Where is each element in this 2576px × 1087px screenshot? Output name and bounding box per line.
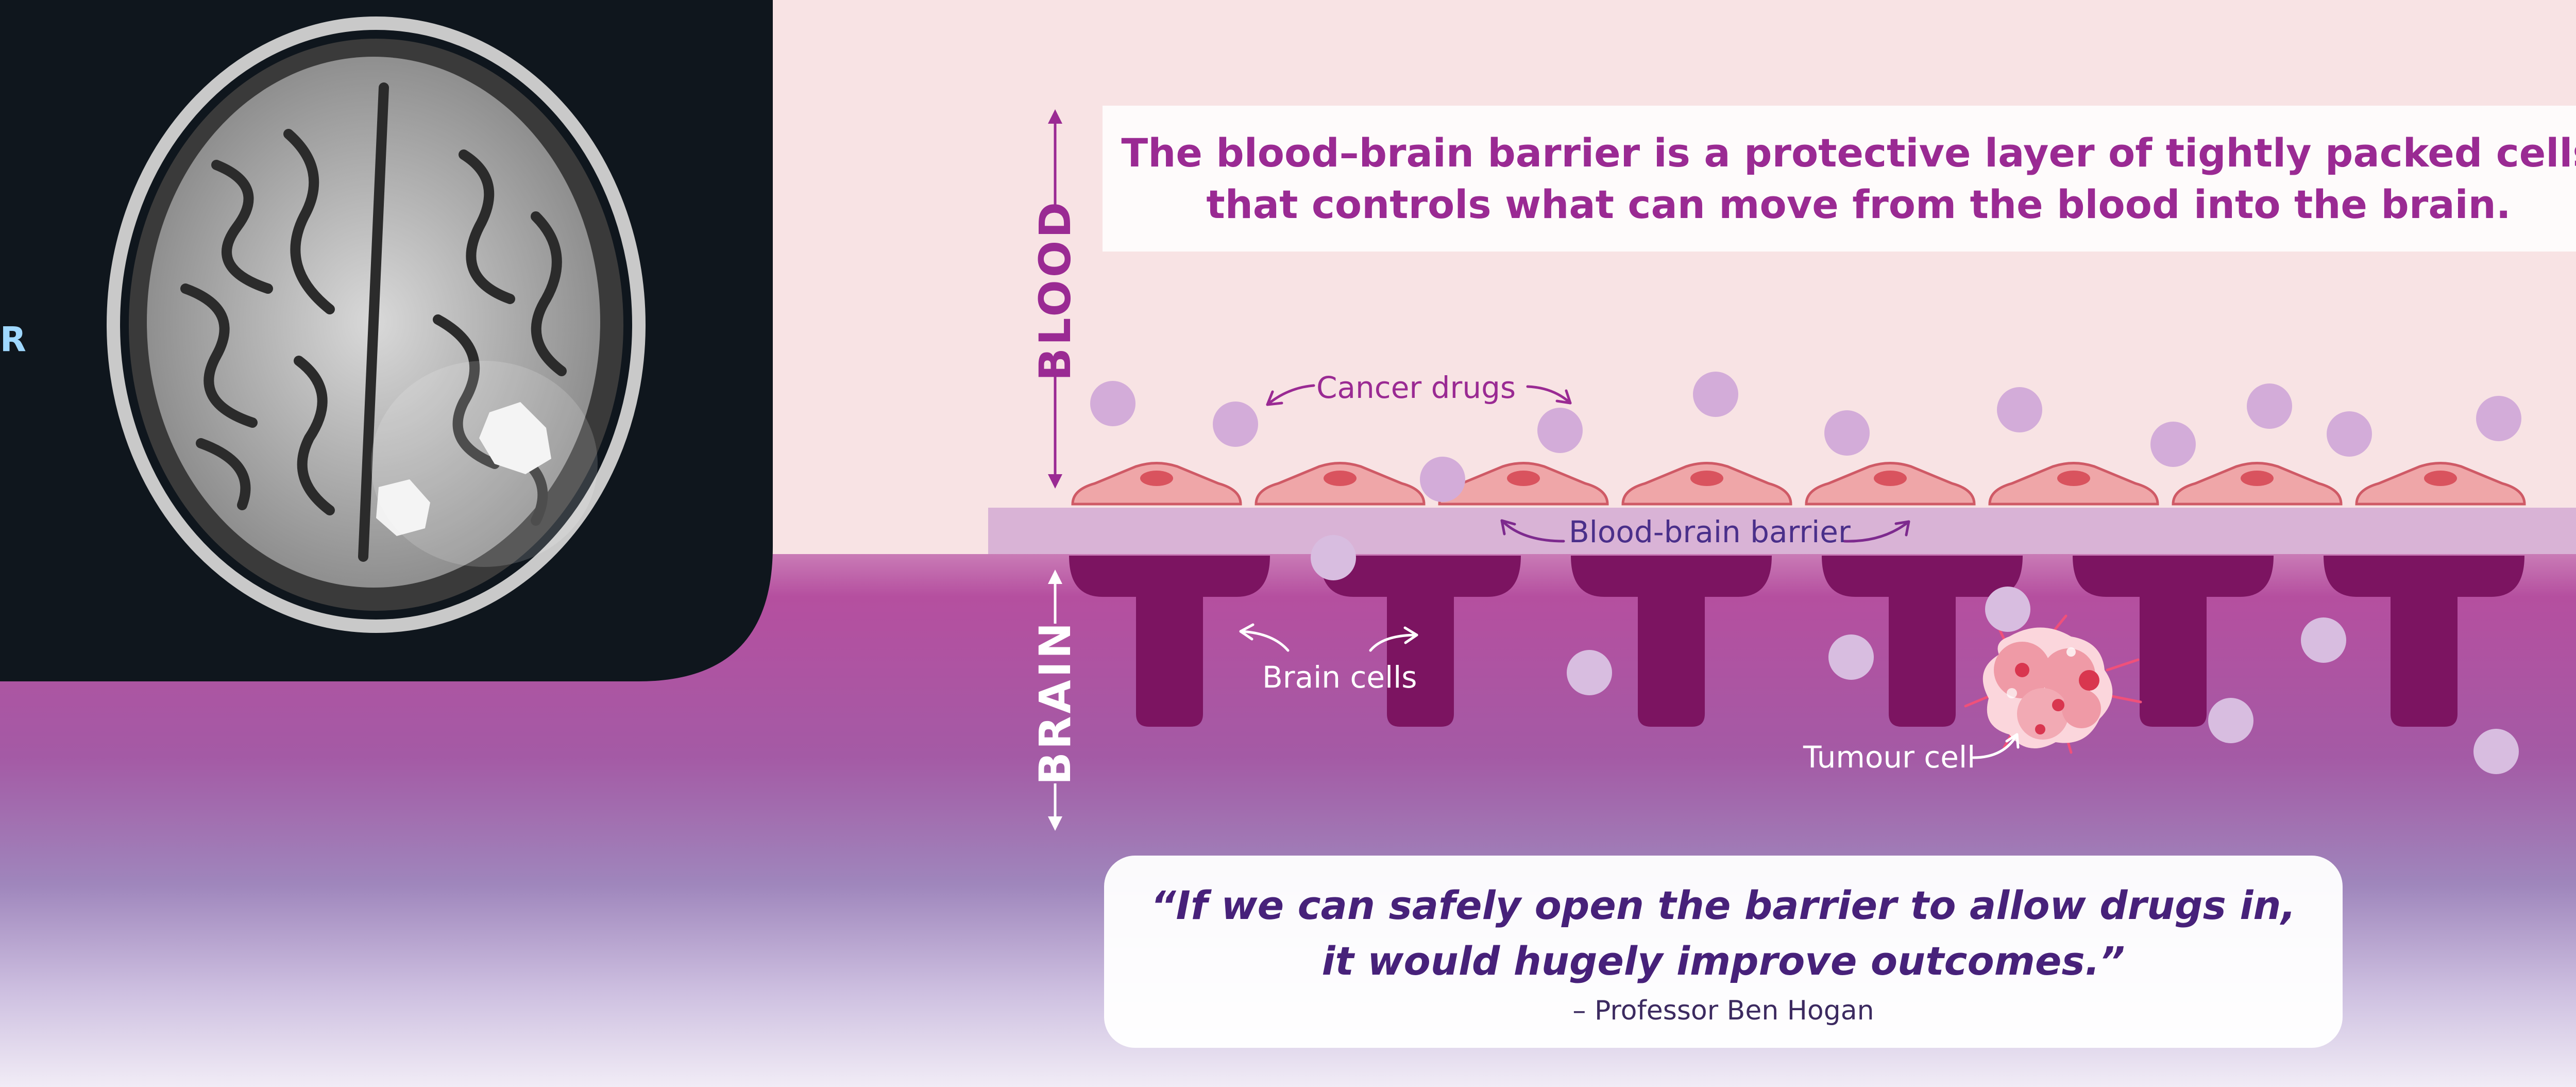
quote-box: “If we can safely open the barrier to al… bbox=[1104, 856, 2343, 1048]
endothelial-cell bbox=[1621, 462, 1792, 506]
brain-cell bbox=[1320, 556, 1521, 727]
drug-particle bbox=[2301, 617, 2346, 663]
brain-cell bbox=[1571, 556, 1772, 727]
brain-cells bbox=[1069, 556, 2524, 727]
drug-particle bbox=[2473, 729, 2519, 774]
oedema-region bbox=[371, 361, 598, 567]
brain-cells-arrow bbox=[1239, 623, 1418, 652]
endothelial-cell bbox=[1988, 462, 2159, 506]
tumour-cell-label: Tumour cell bbox=[1803, 740, 1976, 775]
endothelial-cell bbox=[1071, 462, 1242, 506]
drug-particle bbox=[2150, 422, 2196, 467]
blood-brain-barrier-label: Blood-brain barrier bbox=[1569, 514, 1851, 549]
tumour-lesion-upper bbox=[479, 402, 551, 474]
brain-cell bbox=[2073, 556, 2274, 727]
cancer-drugs-label: Cancer drugs bbox=[1316, 370, 1516, 405]
blood-axis-arrow bbox=[1048, 109, 1062, 489]
drug-particle bbox=[1213, 402, 1258, 447]
drug-particle bbox=[1567, 650, 1612, 695]
tumour-cell bbox=[1964, 614, 2142, 754]
headline: The blood–brain barrier is a protective … bbox=[1103, 127, 2576, 230]
drug-particle bbox=[2327, 411, 2372, 457]
annotation-arrows bbox=[1239, 384, 2020, 759]
drug-particle bbox=[2476, 396, 2521, 441]
blood-label: BLOOD bbox=[1030, 199, 1080, 381]
tumour-lesion-lower bbox=[376, 479, 430, 536]
scan-orientation-letter: R bbox=[0, 320, 26, 359]
drug-particle bbox=[1537, 408, 1583, 453]
drug-particles-brain bbox=[1311, 535, 2519, 774]
skull-outline bbox=[107, 16, 646, 633]
drug-particle bbox=[1693, 372, 1738, 417]
drug-particle bbox=[2208, 698, 2253, 743]
endothelial-cell bbox=[2172, 462, 2343, 506]
barrier-arrow bbox=[1500, 519, 1910, 543]
brain-label: BRAIN bbox=[1030, 620, 1080, 785]
brain-cell bbox=[1822, 556, 2023, 727]
drug-particle bbox=[2247, 383, 2292, 429]
quote-line-1: “If we can safely open the barrier to al… bbox=[1150, 882, 2296, 928]
endothelial-cell bbox=[2355, 462, 2526, 506]
drug-particle bbox=[1828, 634, 1874, 680]
brain-cell bbox=[2324, 556, 2524, 727]
tumour-cell-arrow bbox=[1972, 733, 2020, 759]
quote-text: “If we can safely open the barrier to al… bbox=[1151, 878, 2296, 989]
drug-particles-blood bbox=[1090, 372, 2521, 502]
brain-axis-arrow bbox=[1048, 570, 1062, 831]
drug-particle bbox=[1420, 457, 1465, 502]
barrier-band bbox=[988, 508, 2576, 554]
headline-box: The blood–brain barrier is a protective … bbox=[1103, 106, 2576, 252]
quote-attribution: – Professor Ben Hogan bbox=[1572, 995, 1874, 1026]
endothelial-cell bbox=[1255, 462, 1426, 506]
headline-line-2: that controls what can move from the blo… bbox=[1206, 181, 2511, 227]
endothelial-cell bbox=[1805, 462, 1976, 506]
drug-particle bbox=[1985, 587, 2030, 632]
quote-line-2: it would hugely improve outcomes.” bbox=[1321, 938, 2125, 984]
mri-scan-panel bbox=[0, 0, 773, 681]
cancer-drugs-arrow bbox=[1266, 384, 1572, 406]
headline-line-1: The blood–brain barrier is a protective … bbox=[1121, 129, 2576, 176]
drug-particle bbox=[1311, 535, 1356, 580]
brain-cell bbox=[1069, 556, 1270, 727]
drug-particle bbox=[1090, 381, 1136, 426]
drug-particle bbox=[1824, 410, 1870, 456]
drug-particle bbox=[1997, 387, 2042, 432]
brain-cells-label: Brain cells bbox=[1262, 660, 1417, 695]
